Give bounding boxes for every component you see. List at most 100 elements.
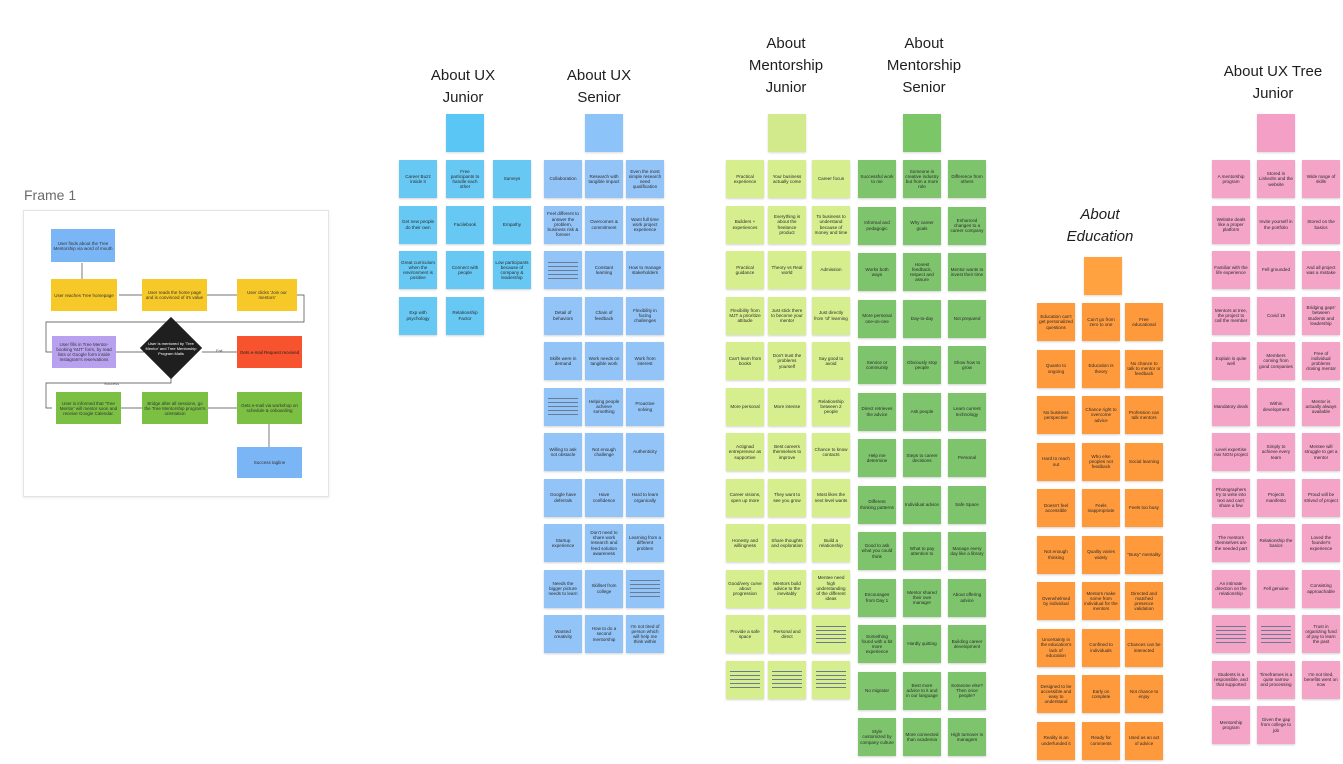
sticky-note[interactable]: Relationship Factor [446,296,484,335]
sticky-note[interactable]: Explain is quite well [1212,342,1250,380]
sticky-note[interactable]: Practical experience [726,160,764,198]
sticky-note[interactable]: Great curriculum when the environment is… [399,251,437,289]
sticky-note[interactable]: And all project was a mistake [1302,251,1340,289]
sticky-note[interactable]: More personal one-on-one [858,299,896,338]
sticky-note[interactable]: About offering advice [948,578,986,617]
sticky-note[interactable]: They want to see you grow [768,478,806,517]
sticky-note[interactable]: Quanto to ongoing [1037,349,1075,388]
sticky-note[interactable]: Free participants to handle each other [446,160,484,198]
sticky-note[interactable]: Relationship between 2 people [812,387,850,426]
sticky-note[interactable]: Reality is an underfunded it [1037,721,1075,760]
sticky-note[interactable] [812,660,850,699]
sticky-note[interactable]: Mentor wants to invest their time [948,253,986,291]
sticky-note[interactable]: Covid 19 [1257,296,1295,335]
sticky-note[interactable]: Chance to know contacts [812,433,850,471]
sticky-note[interactable]: Have confidence [585,478,623,517]
sticky-note[interactable]: Not enough thinking [1037,535,1075,574]
sticky-note[interactable]: Individual advice [903,485,941,524]
sticky-note[interactable]: Hard to reach out [1037,442,1075,481]
sticky-note[interactable]: Authenticity [626,433,664,471]
sticky-note[interactable]: Honest feedback, respect and assure [903,253,941,291]
sticky-note[interactable]: Good/very curve about progression [726,569,764,608]
sticky-note[interactable]: Education is theory [1082,349,1120,388]
sticky-note[interactable]: Just directly from 'of' learning [812,296,850,335]
sticky-note[interactable]: More personal [726,387,764,426]
sticky-note[interactable]: Mentorship program [1212,706,1250,744]
sticky-note[interactable]: Enhanced changes to a career company [948,206,986,245]
header-sticky[interactable] [1084,257,1122,295]
sticky-note[interactable] [544,251,582,289]
sticky-note[interactable]: Learning from a different problem [626,524,664,562]
sticky-note[interactable]: High turnover in managers [948,718,986,756]
flow-node-4[interactable]: User clicks 'Join our mentors' [237,279,297,311]
sticky-note[interactable]: Share thoughts and exploration [768,524,806,562]
sticky-note[interactable]: I'm not tired of person which will help … [626,615,664,653]
sticky-note[interactable]: Steps to career decisions [903,439,941,477]
sticky-note[interactable]: An intimate direction on the relationshi… [1212,569,1250,608]
sticky-note[interactable]: Flexibility in facing challenges [626,296,664,335]
sticky-note[interactable]: Trust in organizing fund of pay to learn… [1302,615,1340,653]
sticky-note[interactable]: Can't learn from books [726,342,764,380]
sticky-note[interactable]: How to manage stakeholders [626,251,664,289]
sticky-note[interactable]: Don't trust the problems yourself [768,342,806,380]
sticky-note[interactable]: Invite yourself in the portfolio [1257,205,1295,244]
sticky-note[interactable]: Free of individual problems closing ment… [1302,342,1340,380]
sticky-note[interactable]: No business perspective [1037,396,1075,434]
sticky-note[interactable]: No migrator [858,671,896,710]
sticky-note[interactable]: Empathy [493,205,531,244]
sticky-note[interactable]: Works both ways [858,253,896,291]
sticky-note[interactable]: Google have deferrals [544,478,582,517]
sticky-note[interactable]: Used as an act of advice [1125,721,1163,760]
sticky-note[interactable]: Quality varies widely [1082,535,1120,574]
sticky-note[interactable]: Research with tangible impact [585,160,623,198]
sticky-note[interactable]: Timeframes is a quite narrow and process… [1257,660,1295,699]
sticky-note[interactable]: Overcomes & commitment [585,205,623,244]
sticky-note[interactable]: Manage every day like a library [948,532,986,570]
sticky-note[interactable]: Something found with a bit more experien… [858,625,896,663]
sticky-note[interactable]: Mentor shared their own manager [903,578,941,617]
sticky-note[interactable]: Students is a responsible, and that supp… [1212,660,1250,699]
sticky-note[interactable]: Facilebook [446,205,484,244]
sticky-note[interactable]: Work needs on tangible work [585,342,623,380]
flow-node-3[interactable]: User reads the home page and is convince… [142,279,207,311]
sticky-note[interactable]: Photographers try to write into text and… [1212,478,1250,517]
sticky-note[interactable]: What to pay attention to [903,532,941,570]
sticky-note[interactable] [626,569,664,608]
sticky-note[interactable]: Style customized by company culture [858,718,896,756]
sticky-note[interactable] [812,615,850,653]
header-sticky[interactable] [903,114,941,152]
sticky-note[interactable] [726,660,764,699]
sticky-note[interactable]: Not chance to enjoy [1125,675,1163,713]
sticky-note[interactable]: Education can't get personalized questio… [1037,303,1075,341]
sticky-note[interactable]: Mentee need high understanding of the di… [812,569,850,608]
sticky-note[interactable]: I'm not tired, benefits went on now [1302,660,1340,699]
sticky-note[interactable] [544,387,582,426]
column-title-education[interactable]: About Education [1040,204,1160,248]
sticky-note[interactable]: Designed to be accessible and easy to un… [1037,675,1075,713]
sticky-note[interactable]: Familiar with the life experience [1212,251,1250,289]
sticky-note[interactable]: Fell grounded [1257,251,1295,289]
sticky-note[interactable]: Low participants because of company & le… [493,251,531,289]
sticky-note[interactable]: Relationship the basics [1257,524,1295,562]
sticky-note[interactable] [1257,615,1295,653]
sticky-note[interactable]: Chain of feedback [585,296,623,335]
sticky-note[interactable]: Overwhelmed by individual [1037,582,1075,620]
sticky-note[interactable]: Website deals like a proper platform [1212,205,1250,244]
sticky-note[interactable]: Successful work to me [858,160,896,198]
sticky-note[interactable]: How to do a second mentorship [585,615,623,653]
sticky-note[interactable]: Needs the bigger picture needs to learn [544,569,582,608]
sticky-note[interactable]: Fell genuine [1257,569,1295,608]
sticky-note[interactable]: Mentors at tree, the project to call the… [1212,296,1250,335]
sticky-note[interactable]: Help me determine [858,439,896,477]
sticky-note[interactable]: Free educational [1125,303,1163,341]
column-title-ux-junior[interactable]: About UX Junior [403,65,523,109]
sticky-note[interactable]: Feels too busy [1125,489,1163,527]
sticky-note[interactable]: Stored on the basics [1302,205,1340,244]
sticky-note[interactable]: Day-to-day [903,299,941,338]
sticky-note[interactable]: Say good to avoid [812,342,850,380]
sticky-note[interactable]: Building career development [948,625,986,663]
flow-node-7[interactable]: User is informed that 'Tree Mentor' will… [56,392,121,424]
sticky-note[interactable]: Mandatory deals [1212,387,1250,426]
sticky-note[interactable]: Detail of behaviors [544,296,582,335]
flow-node-10[interactable]: Success tagline [237,447,302,478]
